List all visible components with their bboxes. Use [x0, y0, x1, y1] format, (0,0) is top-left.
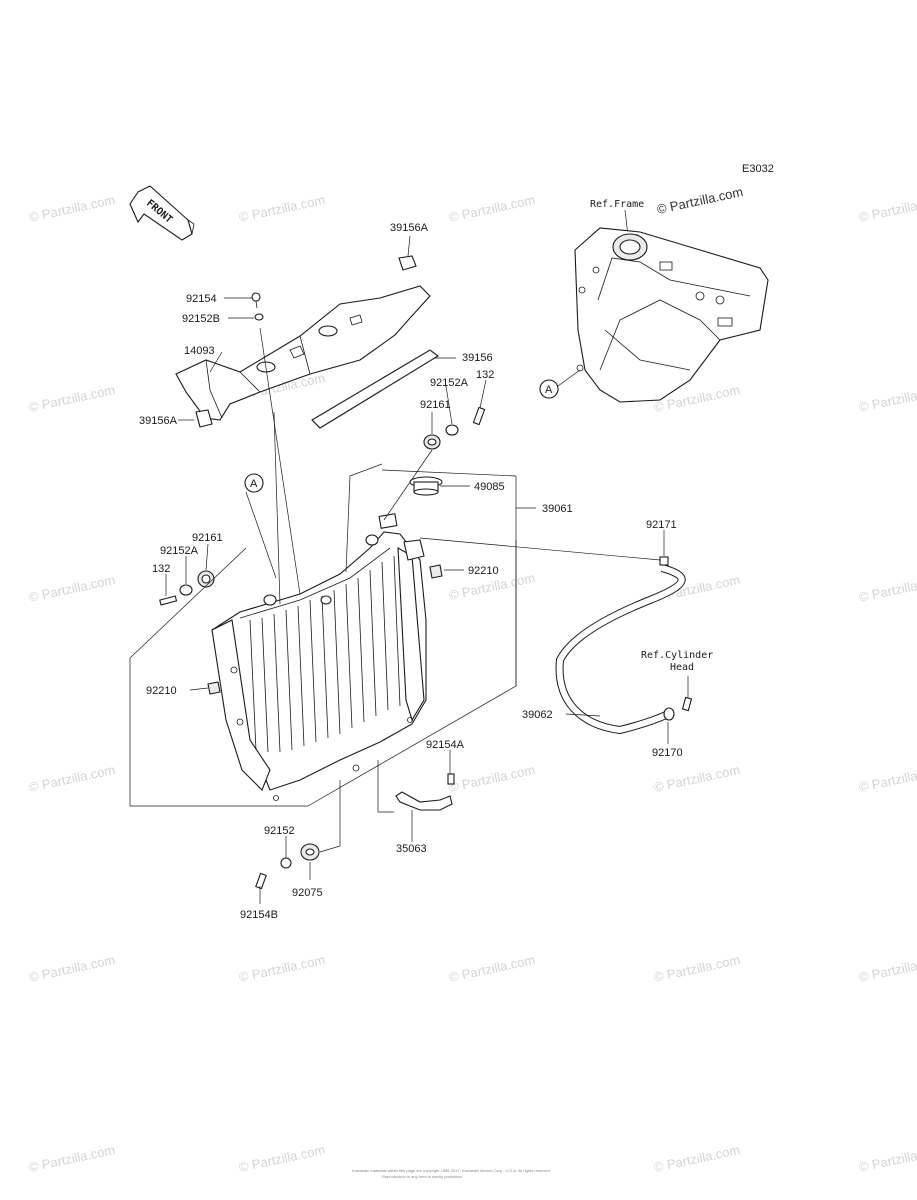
- part-label: 92152A: [430, 377, 469, 389]
- grommet-left: [197, 570, 215, 588]
- watermark: © Partzilla.com: [653, 572, 742, 605]
- part-label: 39156A: [390, 222, 429, 234]
- watermark: © Partzilla.com: [28, 192, 117, 225]
- part-label: 92154A: [426, 739, 465, 751]
- part-label: 39061: [542, 503, 573, 515]
- watermark: © Partzilla.com: [448, 952, 537, 985]
- watermark: © Partzilla.com: [28, 572, 117, 605]
- watermark: © Partzilla.com: [448, 762, 537, 795]
- part-label: 92154: [186, 293, 217, 305]
- rubber-strip: [311, 349, 439, 429]
- part-label: 39062: [522, 709, 553, 721]
- coolant-hose: [555, 556, 686, 735]
- leader-lines: A: [129, 235, 689, 904]
- radiator-shroud: [175, 285, 431, 421]
- part-label: 92161: [192, 532, 223, 544]
- clip-right: [429, 564, 443, 579]
- part-label: 92152: [264, 825, 295, 837]
- watermark: © Partzilla.com: [28, 1142, 117, 1175]
- footer-copyright: Kawasaki materials within this page are …: [352, 1168, 551, 1173]
- watermark: © Partzilla.com: [858, 192, 917, 225]
- grommet-92075: [300, 843, 320, 861]
- callout-a-marker: [244, 473, 264, 493]
- part-label: 92075: [292, 887, 323, 899]
- collar-left: [179, 584, 193, 596]
- front-arrow-icon: FRONT: [129, 185, 195, 241]
- bracket-35063: [395, 791, 453, 811]
- watermark: © Partzilla.com: [858, 762, 917, 795]
- bolt-92154B: [255, 872, 267, 890]
- watermark: © Partzilla.com: [858, 1142, 917, 1175]
- part-label: 14093: [184, 345, 215, 357]
- watermark: © Partzilla.com: [448, 192, 537, 225]
- part-label: 49085: [474, 481, 505, 493]
- part-label: 92210: [468, 565, 499, 577]
- part-label: 92152B: [182, 313, 220, 325]
- footer-reproduction: Reproduction in any form is strictly pro…: [382, 1174, 462, 1179]
- diagram-code: E3032: [742, 163, 774, 175]
- watermark: © Partzilla.com: [238, 952, 327, 985]
- watermark: © Partzilla.com: [238, 1142, 327, 1175]
- radiator-fins: [249, 555, 401, 753]
- washer-92152: [280, 857, 292, 869]
- part-label: 92170: [652, 747, 683, 759]
- bolt-92154: [251, 292, 261, 309]
- watermark: © Partzilla.com: [653, 762, 742, 795]
- callout-a-letter: A: [545, 384, 553, 396]
- radiator-core: [211, 513, 427, 801]
- part-label: 92210: [146, 685, 177, 697]
- bolt-132-top: [472, 406, 486, 426]
- part-label: 39156: [462, 352, 493, 364]
- part-label: 92152A: [160, 545, 199, 557]
- watermark: © Partzilla.com: [858, 952, 917, 985]
- cylinder-head-fitting: [681, 696, 693, 712]
- ref-cylinder-label: Ref.Cylinder: [641, 650, 713, 661]
- rubber-piece-left: [195, 409, 213, 428]
- watermark: © Partzilla.com: [28, 952, 117, 985]
- callout-a-marker: [539, 379, 559, 399]
- watermark: © Partzilla.com: [28, 762, 117, 795]
- collar-top: [445, 424, 459, 436]
- watermark: © Partzilla.com: [858, 382, 917, 415]
- bolt-132-left: [159, 595, 178, 606]
- hose-clamp: [663, 707, 675, 721]
- grommet-top: [423, 434, 441, 450]
- part-label: 39156A: [139, 415, 178, 427]
- part-label: 92154B: [240, 909, 278, 921]
- watermark: © Partzilla.com: [238, 192, 327, 225]
- watermark: © Partzilla.com: [653, 952, 742, 985]
- part-label: 35063: [396, 843, 427, 855]
- ref-cylinder-label-line2: Head: [670, 662, 694, 673]
- watermark: © Partzilla.com: [653, 1142, 742, 1175]
- part-label: 92171: [646, 519, 677, 531]
- ref-frame-label: Ref.Frame: [590, 199, 644, 210]
- rubber-piece-top: [398, 255, 417, 271]
- part-label: 92161: [420, 399, 451, 411]
- part-label: 132: [152, 563, 170, 575]
- watermark-layer: © Partzilla.com © Partzilla.com © Partzi…: [28, 192, 917, 1175]
- frame-reference: Ref.Frame © Partzilla.com A: [539, 184, 769, 403]
- part-label: 132: [476, 369, 494, 381]
- watermark: © Partzilla.com: [858, 572, 917, 605]
- watermark: © Partzilla.com: [28, 382, 117, 415]
- clip-left: [207, 681, 221, 695]
- radiator-cap: [409, 476, 443, 496]
- bolt-92154A: [447, 773, 455, 785]
- callout-a-letter: A: [250, 478, 258, 490]
- washer-92152B: [254, 313, 264, 321]
- watermark: © Partzilla.com: [656, 184, 745, 217]
- part-labels: 39156A 92154 92152B 14093 39156 92152A 1…: [139, 222, 713, 921]
